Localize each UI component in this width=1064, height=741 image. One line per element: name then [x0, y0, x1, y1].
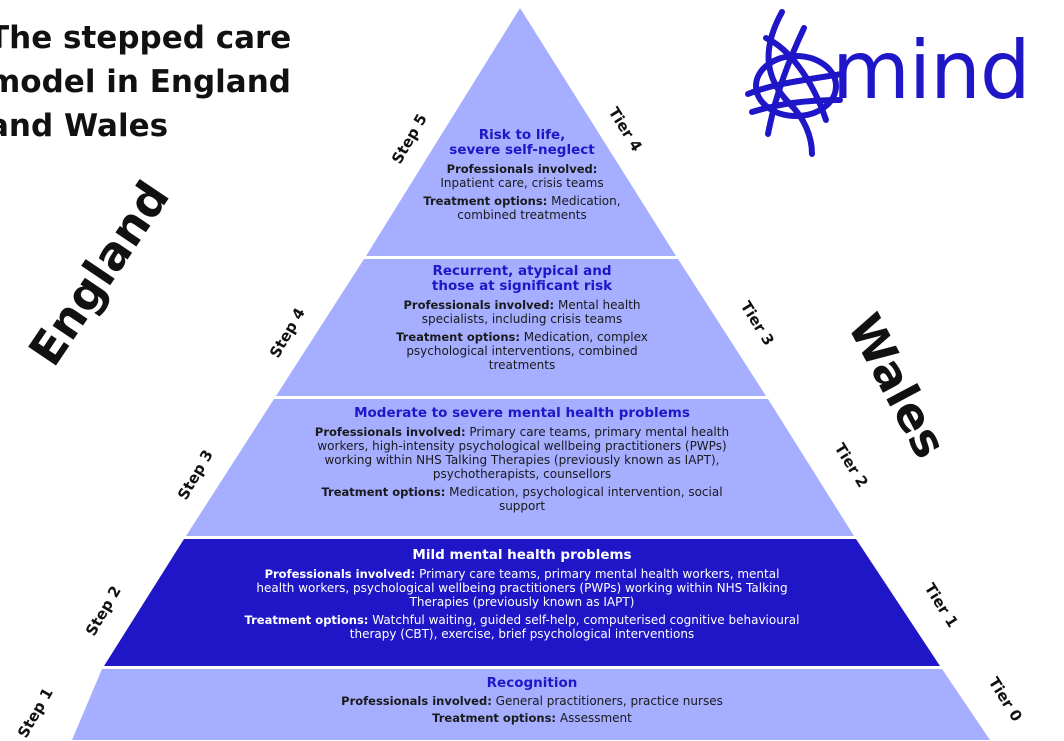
treatment-label: Treatment options: — [432, 711, 557, 725]
treatment-options: Treatment options: Medication, combined … — [400, 194, 644, 222]
treatment-options: Treatment options: Medication, complex p… — [376, 330, 668, 372]
treatment-options: Treatment options: Watchful waiting, gui… — [244, 613, 800, 641]
treatment-options: Treatment options: Assessment — [282, 711, 782, 725]
level-heading: Recurrent, atypical and those at signifi… — [431, 263, 613, 294]
level-heading: Moderate to severe mental health problem… — [354, 405, 690, 421]
professionals-value: General practitioners, practice nurses — [495, 694, 723, 708]
level-heading: Risk to life, severe self-neglect — [449, 127, 595, 158]
professionals-label: Professionals involved: — [403, 298, 555, 312]
level-step-4-text: Recurrent, atypical and those at signifi… — [376, 264, 668, 376]
pyramid-level-step-5 — [366, 8, 676, 256]
professionals-value: Primary care teams, primary mental healt… — [317, 425, 730, 481]
level-step-1-text: Recognition Professionals involved: Gene… — [282, 676, 782, 729]
treatment-label: Treatment options: — [244, 613, 369, 627]
treatment-label: Treatment options: — [423, 194, 548, 208]
treatment-value: Medication, combined treatments — [457, 194, 621, 222]
pyramid-level-step-3 — [186, 399, 854, 536]
professionals-label: Professionals involved: — [264, 567, 416, 581]
treatment-label: Treatment options: — [321, 485, 446, 499]
treatment-value: Assessment — [559, 711, 632, 725]
level-heading: Mild mental health problems — [412, 547, 632, 563]
professionals-label: Professionals involved: — [446, 162, 598, 176]
treatment-value: Medication, complex psychological interv… — [406, 330, 648, 372]
professionals-involved: Professionals involved:Inpatient care, c… — [400, 162, 644, 190]
professionals-label: Professionals involved: — [341, 694, 492, 708]
professionals-involved: Professionals involved: Primary care tea… — [244, 567, 800, 609]
professionals-involved: Professionals involved: General practiti… — [282, 694, 782, 708]
pyramid-level-step-1 — [72, 669, 990, 740]
professionals-value: Inpatient care, crisis teams — [440, 176, 604, 190]
mind-logo-icon — [745, 9, 845, 157]
pyramid-level-step-4 — [276, 259, 766, 396]
professionals-involved: Professionals involved: Mental health sp… — [376, 298, 668, 326]
professionals-involved: Professionals involved: Primary care tea… — [312, 425, 732, 481]
page-title: The stepped care model in England and Wa… — [0, 20, 292, 144]
level-step-2-text: Mild mental health problems Professional… — [244, 548, 800, 645]
treatment-options: Treatment options: Medication, psycholog… — [312, 485, 732, 513]
level-step-5-text: Risk to life, severe self-neglect Profes… — [400, 128, 644, 226]
professionals-value: Mental health specialists, including cri… — [421, 298, 641, 326]
mind-logo: mind — [742, 8, 1060, 158]
treatment-label: Treatment options: — [396, 330, 520, 344]
professionals-value: Primary care teams, primary mental healt… — [256, 567, 788, 609]
level-heading: Recognition — [486, 675, 578, 691]
professionals-label: Professionals involved: — [314, 425, 466, 439]
mind-logo-text: mind — [832, 24, 1031, 117]
pyramid-level-step-2 — [104, 539, 940, 666]
treatment-value: Watchful waiting, guided self-help, comp… — [349, 613, 800, 641]
level-step-3-text: Moderate to severe mental health problem… — [312, 406, 732, 517]
treatment-value: Medication, psychological intervention, … — [449, 485, 723, 513]
